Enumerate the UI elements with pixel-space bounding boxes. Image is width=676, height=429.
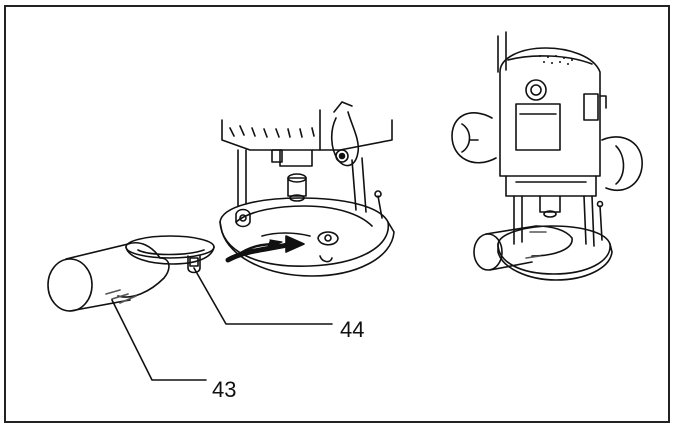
callout-44: 44 [340, 317, 365, 342]
router-base-closeup [219, 101, 395, 277]
assembled-router [451, 31, 643, 281]
leader-line-43 [111, 299, 207, 381]
figure-frame [4, 5, 670, 423]
leader-line-44 [193, 267, 333, 325]
callout-43: 43 [212, 377, 237, 402]
dust-nozzle-part-43 [47, 235, 215, 312]
